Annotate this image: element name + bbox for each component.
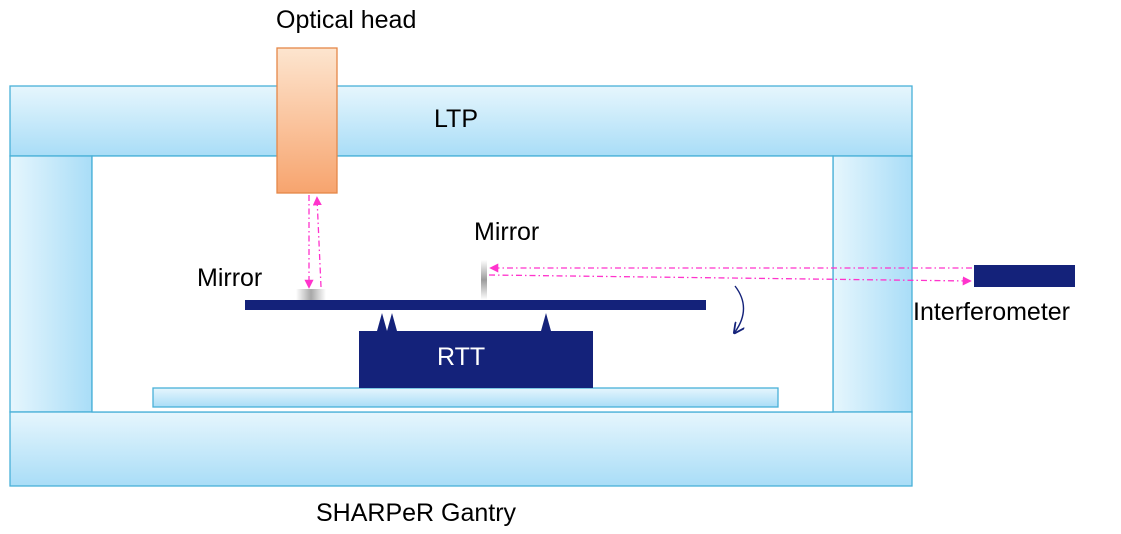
- support-right: [541, 313, 551, 331]
- support-left-1: [377, 313, 387, 331]
- mirror-left-element: [296, 289, 326, 300]
- beam-interferometer-return: [488, 274, 972, 286]
- mirror-top-label: Mirror: [474, 218, 540, 246]
- optical-head-box: [276, 47, 338, 194]
- rtt-block: [359, 331, 593, 388]
- stage-plate: [152, 387, 779, 408]
- ltp-beam: [9, 85, 913, 157]
- support-left-2: [387, 313, 397, 331]
- rtt-label: RTT: [437, 343, 486, 371]
- beam-optical-head-return: [312, 196, 322, 288]
- optical-head-label: Optical head: [276, 6, 417, 34]
- interferometer-label: Interferometer: [913, 298, 1071, 326]
- gantry-label: SHARPeR Gantry: [316, 499, 517, 527]
- mirror-left-label: Mirror: [197, 264, 263, 292]
- gantry-right-pillar: [832, 155, 913, 413]
- ltp-label: LTP: [434, 105, 478, 133]
- rotation-arrow: [735, 285, 744, 332]
- mirror-top-element: [481, 260, 487, 300]
- gantry-left-pillar: [9, 155, 93, 413]
- optic-bar: [245, 300, 706, 310]
- gantry-base: [9, 411, 913, 487]
- interferometer-box: [974, 265, 1075, 287]
